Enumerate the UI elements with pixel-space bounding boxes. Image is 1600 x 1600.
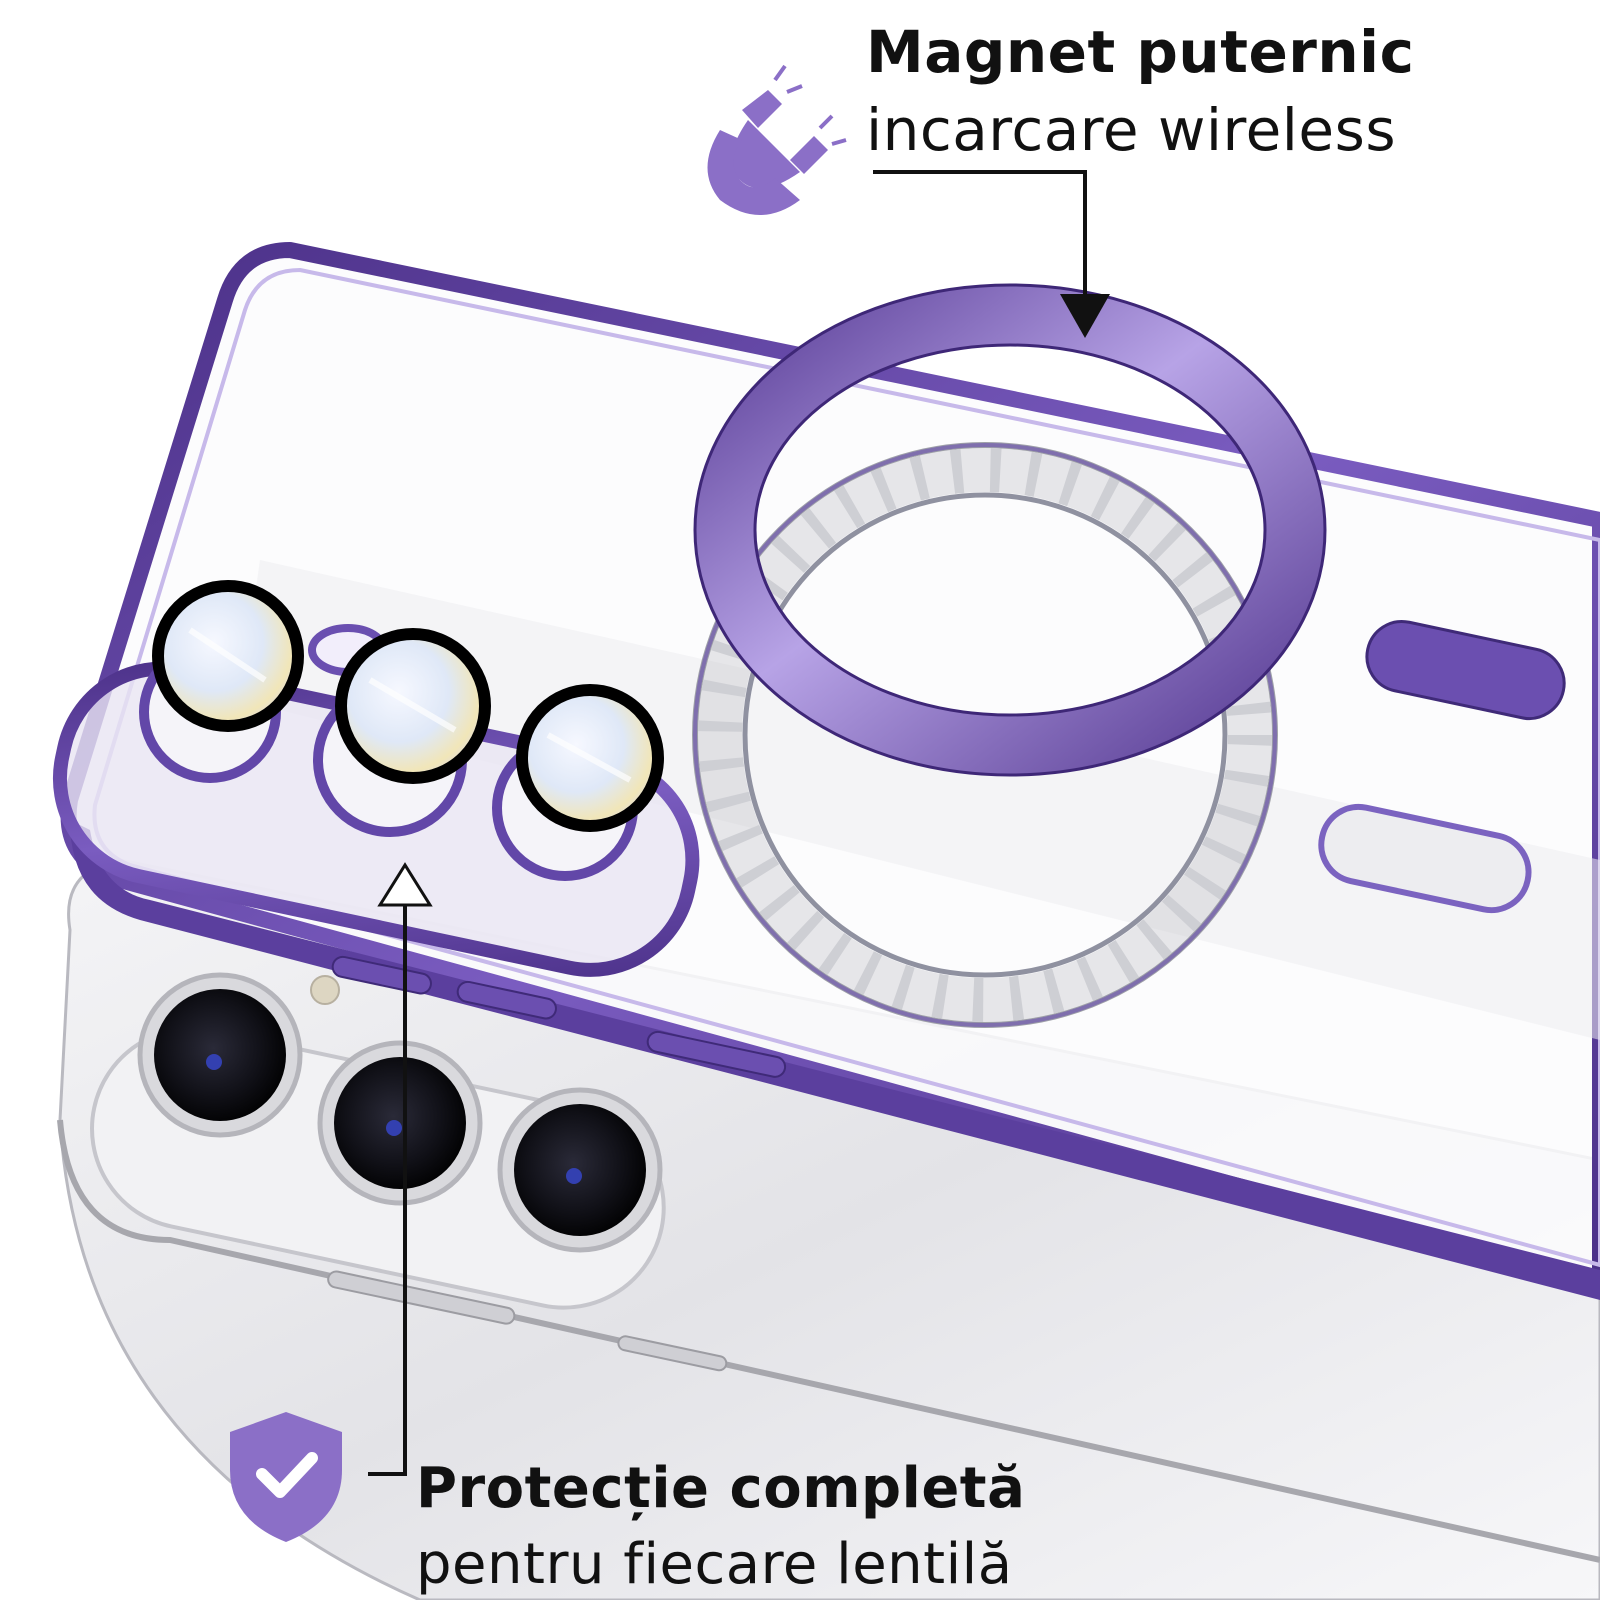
phone-lens bbox=[317, 1040, 483, 1206]
phone-lens bbox=[137, 972, 303, 1138]
shield-check-icon bbox=[230, 1412, 342, 1542]
protection-callout-title: Protecție completă bbox=[416, 1456, 1026, 1521]
phone-lens bbox=[497, 1087, 663, 1253]
magnet-leader-line bbox=[873, 170, 1110, 338]
lens-protector bbox=[516, 684, 664, 832]
lens-protector bbox=[335, 628, 491, 784]
protection-leader-line bbox=[368, 862, 433, 1476]
magnet-callout-title: Magnet puternic bbox=[866, 18, 1415, 86]
flash bbox=[310, 975, 340, 1005]
phone-body bbox=[57, 858, 1600, 1600]
magnet-icon bbox=[707, 64, 847, 215]
protection-callout-subtitle: pentru fiecare lentilă bbox=[416, 1532, 1013, 1597]
magnet-callout-subtitle: incarcare wireless bbox=[866, 96, 1397, 164]
phone-camera-module bbox=[90, 972, 666, 1310]
case-cutouts bbox=[1318, 620, 1566, 914]
lens-protector bbox=[152, 580, 304, 732]
transparent-case bbox=[60, 242, 1600, 1300]
magsafe-magnet-ring bbox=[692, 442, 1278, 1028]
floating-magnetic-ring bbox=[693, 283, 1327, 777]
